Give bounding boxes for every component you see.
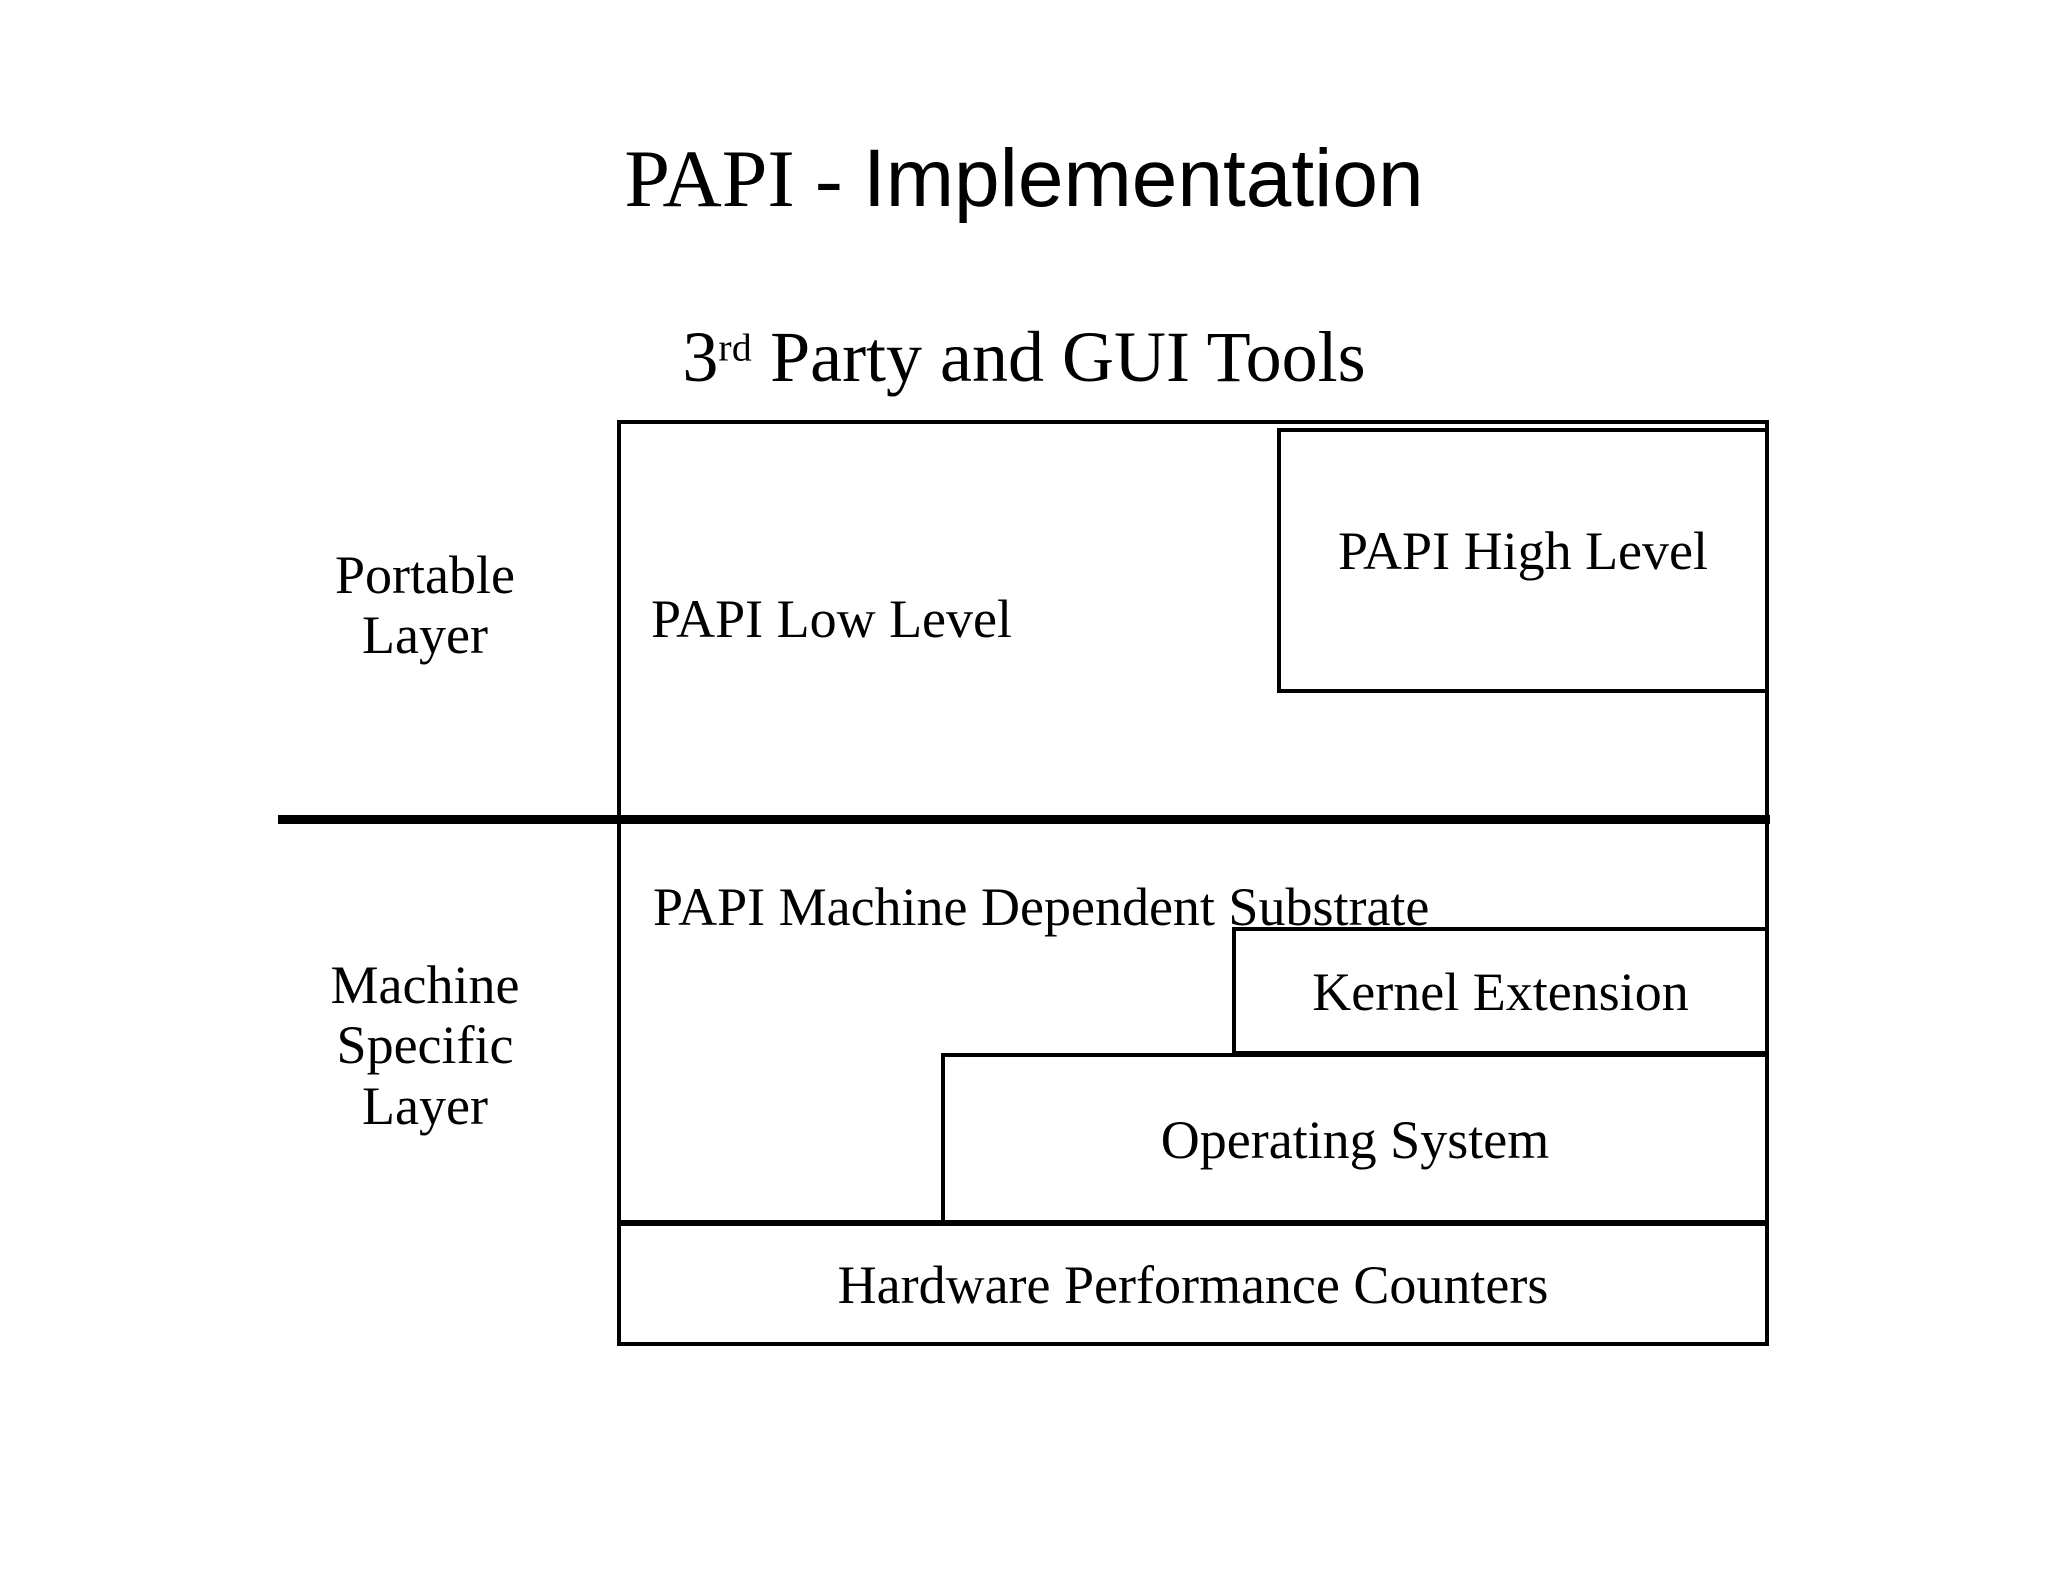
hardware-performance-counters-label: Hardware Performance Counters — [837, 1255, 1549, 1315]
machine-layer-caption-line-1: Machine — [330, 955, 520, 1015]
layer-divider — [278, 815, 1770, 824]
portable-layer-caption-line-1: Portable — [335, 545, 515, 605]
page-title-serif: PAPI - — [624, 133, 863, 224]
operating-system-label: Operating System — [1160, 1110, 1550, 1170]
page-subtitle: 3rd Party and GUI Tools — [0, 317, 2048, 397]
portable-layer-caption: Portable Layer — [255, 545, 595, 666]
subtitle-rest: Party and GUI Tools — [752, 317, 1366, 397]
papi-high-level-box: PAPI High Level — [1277, 428, 1769, 693]
papi-machine-dependent-substrate-label: PAPI Machine Dependent Substrate — [653, 877, 1430, 937]
subtitle-ordinal-suffix: rd — [718, 325, 753, 370]
machine-layer-caption-line-2: Specific — [336, 1015, 514, 1076]
hardware-performance-counters-box: Hardware Performance Counters — [617, 1222, 1769, 1346]
operating-system-box: Operating System — [941, 1053, 1769, 1225]
kernel-extension-label: Kernel Extension — [1312, 962, 1689, 1022]
machine-layer-caption-line-3: Layer — [362, 1075, 488, 1136]
kernel-extension-box: Kernel Extension — [1232, 927, 1769, 1055]
portable-layer-caption-line-2: Layer — [362, 605, 488, 666]
papi-low-level-label: PAPI Low Level — [651, 589, 1012, 649]
subtitle-number: 3 — [682, 317, 719, 397]
papi-high-level-label: PAPI High Level — [1337, 521, 1708, 581]
page-title-sans: Implementation — [862, 133, 1424, 224]
machine-layer-caption: Machine Specific Layer — [255, 955, 595, 1136]
page-title: PAPI - Implementation — [0, 133, 2048, 224]
